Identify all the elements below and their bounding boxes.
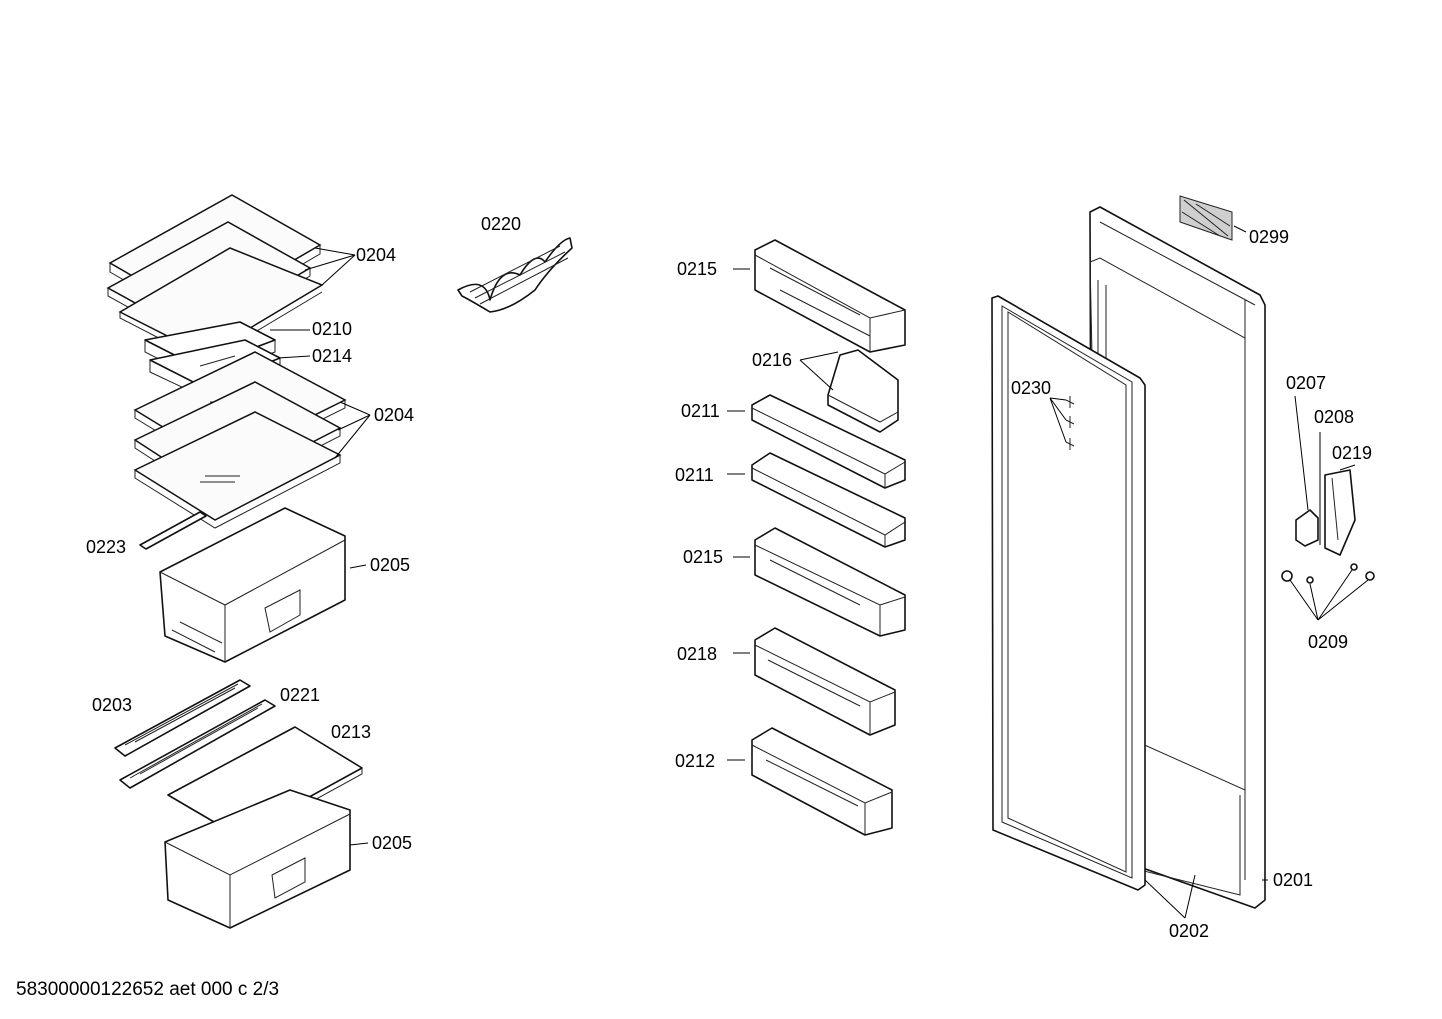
label-0201: 0201	[1273, 870, 1313, 890]
label-0205-upper: 0205	[370, 555, 410, 575]
label-sticker-0299	[1179, 195, 1233, 241]
vegetable-drawer-lower	[164, 789, 351, 929]
label-0299: 0299	[1249, 227, 1289, 247]
door-bin-0211-b	[751, 452, 906, 548]
label-0207: 0207	[1286, 373, 1326, 393]
label-0230: 0230	[1011, 378, 1051, 398]
label-0208: 0208	[1314, 407, 1354, 427]
label-0221: 0221	[280, 685, 320, 705]
label-0213: 0213	[331, 722, 371, 742]
label-0202: 0202	[1169, 921, 1209, 941]
label-0215-bottom: 0215	[683, 547, 723, 567]
label-0203: 0203	[92, 695, 132, 715]
label-0211-b: 0211	[675, 465, 714, 485]
egg-tray-0220	[457, 237, 573, 313]
label-0223: 0223	[86, 537, 126, 557]
label-0218: 0218	[677, 644, 717, 664]
label-0216: 0216	[752, 350, 792, 370]
door-bin-0211-a	[751, 394, 906, 489]
door-gasket-0202	[991, 295, 1146, 891]
drawer-slide-rails	[114, 679, 276, 789]
leader-lines	[270, 225, 1369, 919]
label-0220: 0220	[481, 214, 521, 234]
vegetable-drawer-upper	[159, 507, 346, 663]
label-0204-upper: 0204	[356, 245, 396, 265]
label-0205-lower: 0205	[372, 833, 412, 853]
shelf-trim-strip-0223	[139, 511, 207, 550]
label-0214: 0214	[312, 346, 352, 366]
door-bin-0212	[751, 727, 893, 836]
label-0209: 0209	[1308, 632, 1348, 652]
label-0212: 0212	[675, 751, 715, 771]
door-bin-0215-bottom	[754, 527, 906, 637]
part-labels: 0204 0210 0214 0204 0223 0205 0203 0221 …	[86, 214, 1372, 941]
glass-shelf-stack-upper	[106, 194, 324, 363]
document-reference: 58300000122652 aet 000 c 2/3	[16, 979, 280, 1000]
label-0219: 0219	[1332, 443, 1372, 463]
door-bin-0218	[754, 627, 896, 736]
label-0204-lower: 0204	[374, 405, 414, 425]
label-0210: 0210	[312, 319, 352, 339]
hinge-assembly	[1281, 469, 1375, 584]
label-0211-a: 0211	[681, 401, 720, 421]
screws-0230	[1065, 396, 1075, 450]
butter-dish-0216	[827, 349, 899, 433]
door-bin-0215-top	[754, 239, 906, 353]
glass-shelf-stack-lower	[133, 351, 347, 529]
label-0215-top: 0215	[677, 259, 717, 279]
